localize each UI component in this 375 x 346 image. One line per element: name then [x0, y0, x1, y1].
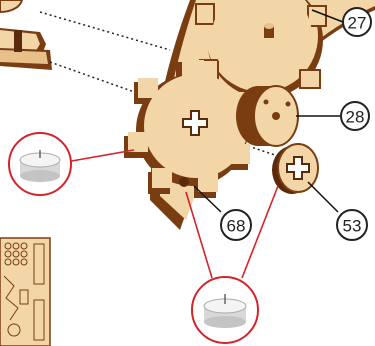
callout-68-label: 68: [227, 217, 246, 236]
callout-53-label: 53: [343, 217, 362, 236]
callout-28: 28: [341, 102, 369, 130]
hub-28: [236, 86, 298, 146]
top-left-wood-parts: [0, 0, 52, 70]
tealight-left-icon: [9, 133, 71, 195]
callout-27: 27: [343, 8, 371, 36]
parts-sheet-thumbnail: [0, 238, 50, 346]
callout-68: 68: [221, 210, 251, 240]
callout-28-label: 28: [346, 108, 365, 127]
tealight-bottom-icon: [192, 277, 258, 343]
callout-27-label: 27: [348, 14, 367, 33]
washer-53: [272, 144, 318, 194]
callout-53: 53: [337, 210, 367, 240]
